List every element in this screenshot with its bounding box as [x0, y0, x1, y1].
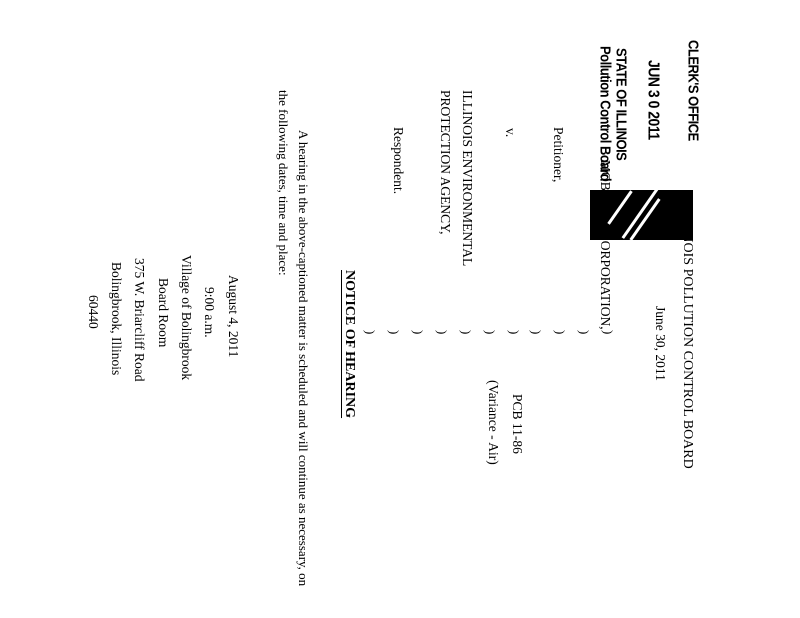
document-date: June 30, 2011 — [653, 306, 668, 381]
hearing-date: August 4, 2011 — [226, 275, 241, 358]
respondent-name-line2: PROTECTION AGENCY, — [438, 90, 453, 235]
stamp-state: STATE OF ILLINOIS — [613, 48, 630, 161]
hearing-venue: Village of Bolingbrook — [179, 255, 194, 381]
versus-label: v. — [503, 128, 518, 138]
respondent-label: Respondent. — [391, 127, 406, 195]
hearing-time: 9:00 a.m. — [202, 287, 217, 338]
hearing-city: Bolingbrook, Illinois — [109, 262, 124, 376]
stamp-clerks-office: CLERK'S OFFICE — [685, 40, 702, 141]
caption-paren: ) — [435, 330, 450, 335]
respondent-name-line1: ILLINOIS ENVIRONMENTAL — [460, 90, 475, 267]
case-type: (Variance - Air) — [486, 380, 501, 465]
caption-paren: ) — [483, 330, 498, 335]
caption-paren: ) — [601, 330, 616, 335]
case-number: PCB 11-86 — [510, 394, 525, 454]
petitioner-label: Petitioner, — [551, 127, 566, 183]
notice-body-line1: A hearing in the above-captioned matter … — [296, 130, 311, 587]
stamp-date: JUN 3 0 2011 — [645, 60, 663, 140]
hearing-street: 375 W. Briarcliff Road — [132, 258, 147, 382]
caption-paren: ) — [507, 330, 522, 335]
redaction-mark — [590, 190, 693, 240]
caption-paren: ) — [459, 330, 474, 335]
caption-paren: ) — [529, 330, 544, 335]
document-title: ILLINOIS POLLUTION CONTROL BOARD — [680, 206, 695, 469]
caption-paren: ) — [411, 330, 426, 335]
hearing-room: Board Room — [156, 278, 171, 348]
caption-paren: ) — [577, 330, 592, 335]
notice-heading: NOTICE OF HEARING — [342, 270, 357, 419]
caption-paren: ) — [363, 330, 378, 335]
stamp-board: Pollution Control Board — [597, 46, 614, 182]
hearing-zip: 60440 — [86, 295, 101, 329]
caption-paren: ) — [553, 330, 568, 335]
petitioner-name: MOBIL OIL CORPORATION, — [598, 160, 613, 330]
notice-body-line2: the following dates, time and place: — [276, 90, 291, 276]
caption-paren: ) — [387, 330, 402, 335]
